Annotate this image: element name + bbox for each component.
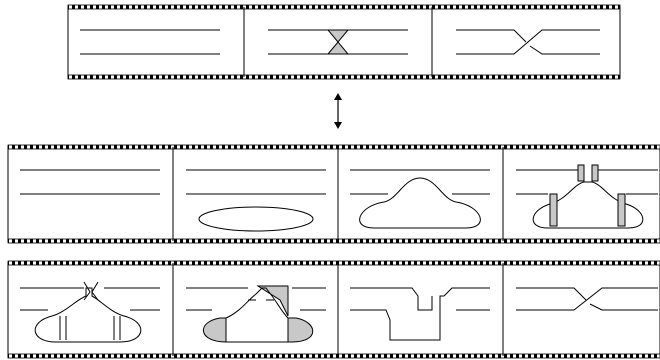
bottom-panel-bridged-loop <box>20 281 160 343</box>
crossing-arc-b <box>529 45 600 55</box>
bulge-shape <box>532 181 644 229</box>
middle-panel-loop <box>186 169 326 232</box>
pinch-upper <box>326 29 350 43</box>
stepped-notch <box>422 296 433 311</box>
bottom-row-dashed-border-top <box>7 260 660 266</box>
right-bridge <box>113 316 121 340</box>
pinch-lower <box>326 41 350 55</box>
bridge-side-right <box>617 193 626 227</box>
middle-row-dashed-border-top <box>7 144 660 150</box>
bottom-row <box>7 260 660 359</box>
middle-row-dashed-border-bottom <box>7 238 660 244</box>
top-row-dashed-border-top <box>67 4 621 10</box>
bottom-panel-shaded-loop <box>186 285 326 343</box>
crossing-arc-a <box>456 29 527 43</box>
shaded-top-block <box>256 285 289 317</box>
bottom-panel-stepped <box>350 287 490 341</box>
arrow-head-down <box>334 122 342 129</box>
stepped-strand-lower <box>350 295 444 341</box>
top-twist <box>83 281 99 301</box>
crossing-arc-c <box>456 29 600 55</box>
top-row <box>67 4 621 80</box>
loop-outline <box>225 287 289 343</box>
stepped-strand-upper-left <box>350 287 422 311</box>
middle-row <box>7 144 660 244</box>
top-row-dashed-border-bottom <box>67 74 621 80</box>
top-panel-crossed <box>456 29 600 55</box>
bridge-side-left <box>549 193 558 227</box>
loop-shape <box>34 287 142 343</box>
top-row-frame <box>67 6 621 78</box>
loop-ellipse <box>198 206 314 232</box>
stepped-strand-upper-right <box>443 287 490 297</box>
crossing-arc-a <box>516 287 587 301</box>
shaded-right-lobe <box>287 317 314 343</box>
middle-panel-bridges <box>516 164 658 229</box>
crossing-arc-b <box>589 303 658 311</box>
arrow-head-up <box>334 93 342 100</box>
shaded-left-lobe <box>202 317 227 343</box>
bottom-row-dashed-border-bottom <box>7 353 660 359</box>
bottom-panel-crossed <box>516 287 658 311</box>
double-arrow <box>334 93 342 129</box>
crossing-arc-c <box>516 287 658 311</box>
bulge-shape <box>359 177 481 229</box>
bridge-top-right <box>591 164 599 182</box>
top-panel-parallel <box>80 29 220 55</box>
top-panel-pinched <box>268 29 408 55</box>
bridge-top-left <box>577 164 585 182</box>
middle-panel-bulge <box>350 169 490 229</box>
left-bridge <box>59 316 67 340</box>
middle-panel-parallel <box>20 169 160 195</box>
